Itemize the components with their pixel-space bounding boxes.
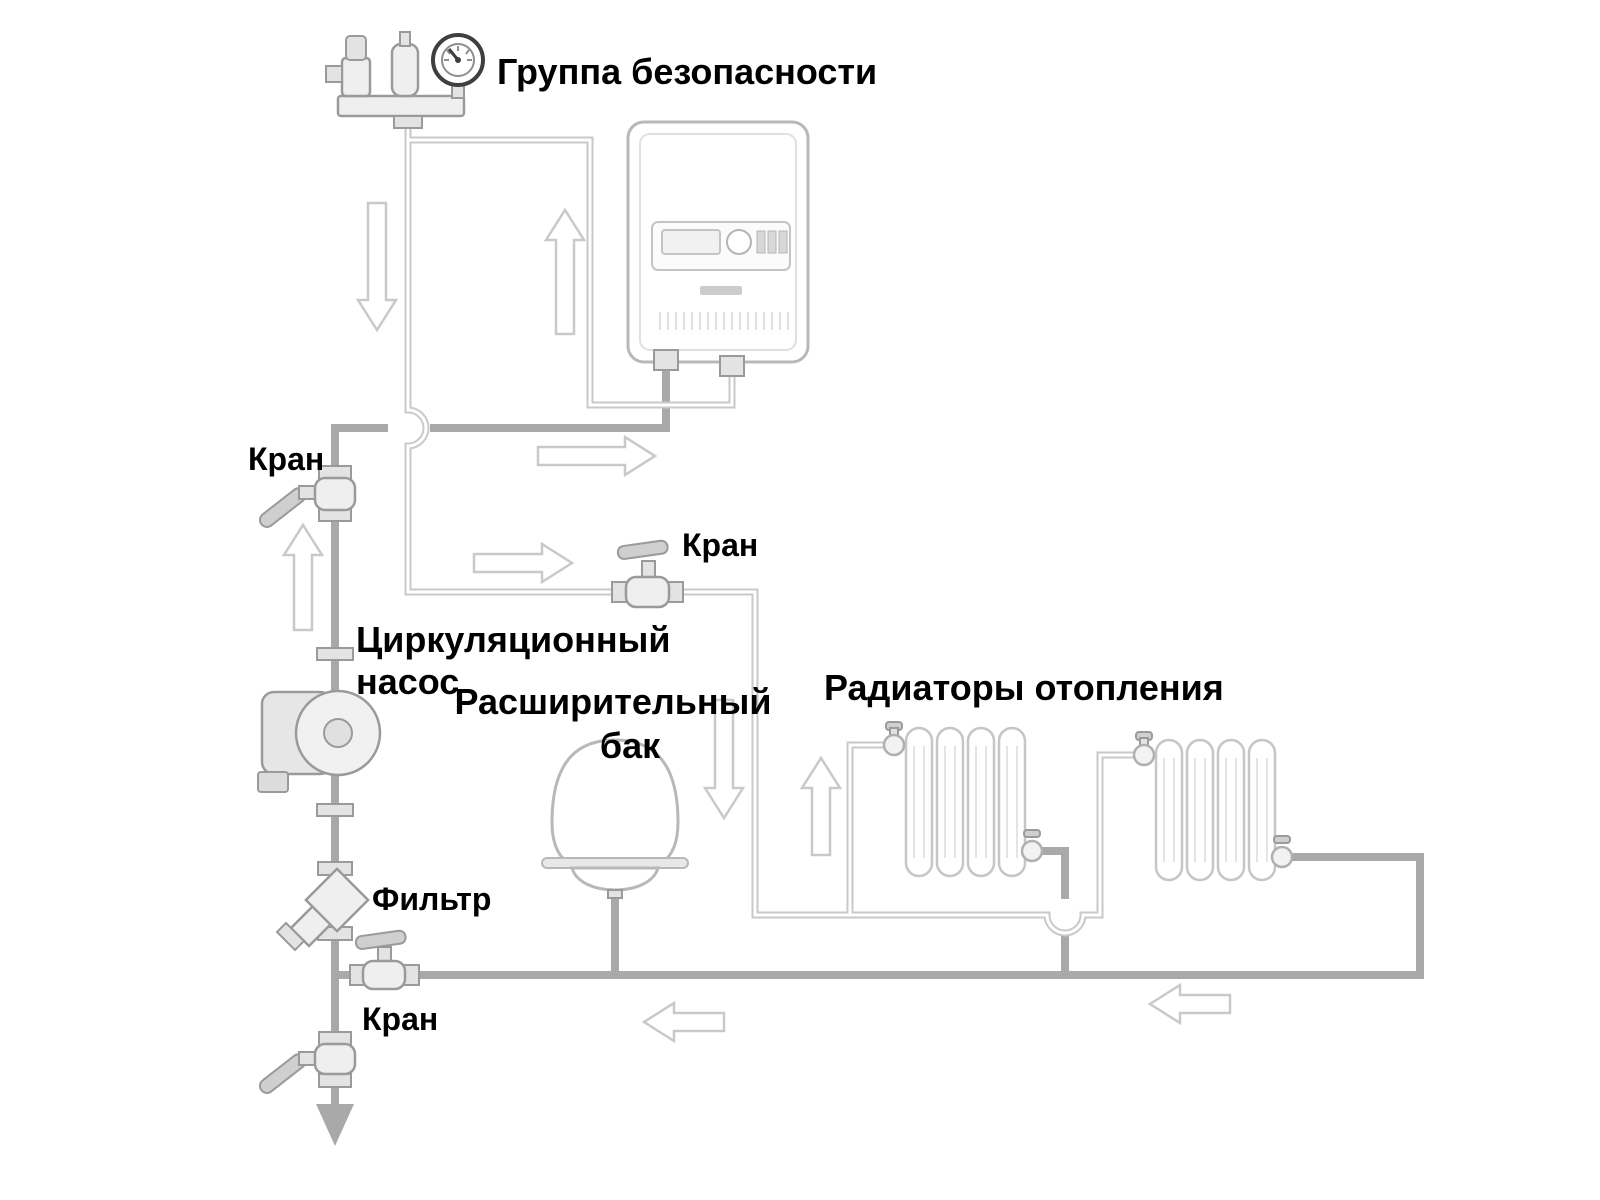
circulation-pump: [257, 647, 382, 817]
valve-drain: [258, 1031, 357, 1094]
pump-terminal-box: [257, 771, 289, 793]
air-vent-body: [390, 42, 420, 98]
flow-arrow-right-2: [472, 541, 575, 585]
valve-return-bottom-body: [361, 959, 407, 991]
expansion-tank-bottom: [570, 866, 660, 892]
pressure-gauge-hub: [455, 57, 461, 63]
radiator-section-detail: [913, 746, 1018, 858]
radiator-section: [904, 726, 934, 878]
pump-flange-bottom: [316, 803, 354, 817]
valve-return-top-label: Кран: [248, 441, 324, 477]
boiler-body-inner-line: [639, 133, 797, 351]
valve-return-bottom: [349, 929, 420, 991]
radiator-section: [997, 726, 1027, 878]
radiator2-inlet-valve: [1132, 743, 1156, 767]
safety-valve-body: [340, 56, 372, 98]
valve-return-top-stem: [298, 485, 317, 500]
valve-supply-mid: [611, 539, 684, 609]
safety-group: [325, 31, 485, 129]
pump-flange-top: [316, 647, 354, 661]
radiator-group-1: [882, 721, 1044, 878]
valve-supply-mid-body: [624, 575, 671, 609]
valve-return-top-body: [313, 476, 357, 512]
filter-body: [304, 867, 370, 933]
pump-label-line2: насос: [356, 661, 459, 702]
boiler-button-3: [778, 230, 788, 254]
boiler-port-supply: [719, 355, 745, 377]
valve-drain-label: Кран: [362, 1001, 438, 1037]
radiator1-inlet-valve: [882, 733, 906, 757]
flow-arrow-left-2: [641, 1000, 726, 1044]
return-pipe-path: [331, 368, 1424, 1106]
pipe-return: [331, 368, 1424, 1106]
expansion-tank-label-line1: Расширительный: [454, 681, 771, 722]
expansion-tank: [541, 738, 689, 899]
safety-group-manifold: [336, 94, 466, 118]
flow-arrow-up-3: [799, 755, 843, 857]
filter-branch-cap: [275, 921, 306, 952]
filter: [275, 861, 370, 952]
drain-arrow: [316, 1104, 354, 1146]
expansion-tank-nipple: [607, 889, 623, 899]
valve-drain-stem: [298, 1051, 317, 1066]
boiler-knob: [726, 229, 752, 255]
radiator2-outlet-valve: [1270, 845, 1294, 869]
safety-group-label: Группа безопасности: [497, 51, 877, 92]
radiator-section: [1154, 738, 1184, 882]
radiator-section: [935, 726, 965, 878]
radiator-section: [1185, 738, 1215, 882]
radiator-section: [966, 726, 996, 878]
boiler-button-1: [756, 230, 766, 254]
valve-drain-nut-2: [318, 1073, 352, 1088]
boiler: [626, 120, 810, 377]
valve-supply-mid-label: Кран: [682, 527, 758, 563]
boiler-logo: [700, 286, 742, 295]
pump-bleed-screw: [323, 718, 353, 748]
radiator-section: [1216, 738, 1246, 882]
flow-arrow-down-1: [355, 201, 399, 333]
valve-drain-body: [313, 1042, 357, 1076]
radiator2-outlet-knob: [1273, 835, 1291, 844]
boiler-vents: [659, 312, 789, 330]
safety-group-tee-nut: [393, 115, 423, 129]
radiator-group-2: [1132, 731, 1294, 882]
safety-valve-cap: [345, 35, 367, 61]
valve-return-top: [258, 465, 357, 528]
radiator-section-detail: [1163, 758, 1268, 862]
expansion-tank-label-line2: бак: [600, 725, 661, 766]
flow-arrow-up-2: [281, 522, 325, 632]
pressure-gauge-ticks: [444, 46, 472, 61]
flow-arrow-right-1: [536, 434, 658, 478]
flow-arrow-up-1: [543, 207, 587, 336]
pump-label-line1: Циркуляционный: [356, 619, 670, 660]
pipe-supply: [404, 118, 1156, 937]
flow-arrows: [281, 201, 1232, 1146]
air-vent-cap: [399, 31, 411, 47]
boiler-display: [661, 229, 721, 255]
boiler-button-2: [767, 230, 777, 254]
radiator-section: [1247, 738, 1277, 882]
filter-label: Фильтр: [372, 881, 491, 917]
flow-arrow-down-2: [702, 698, 746, 821]
boiler-port-return: [653, 349, 679, 371]
radiator1-outlet-knob: [1023, 829, 1041, 838]
valve-supply-mid-lever: [616, 539, 669, 560]
safety-valve-outlet: [325, 65, 343, 83]
radiators-label: Радиаторы отопления: [824, 667, 1224, 708]
flow-arrow-left-1: [1147, 982, 1232, 1026]
valve-supply-mid-stem: [641, 560, 656, 579]
labels: Группа безопасности Кран Кран Циркуляцио…: [248, 51, 1224, 1037]
radiator1-outlet-valve: [1020, 839, 1044, 863]
